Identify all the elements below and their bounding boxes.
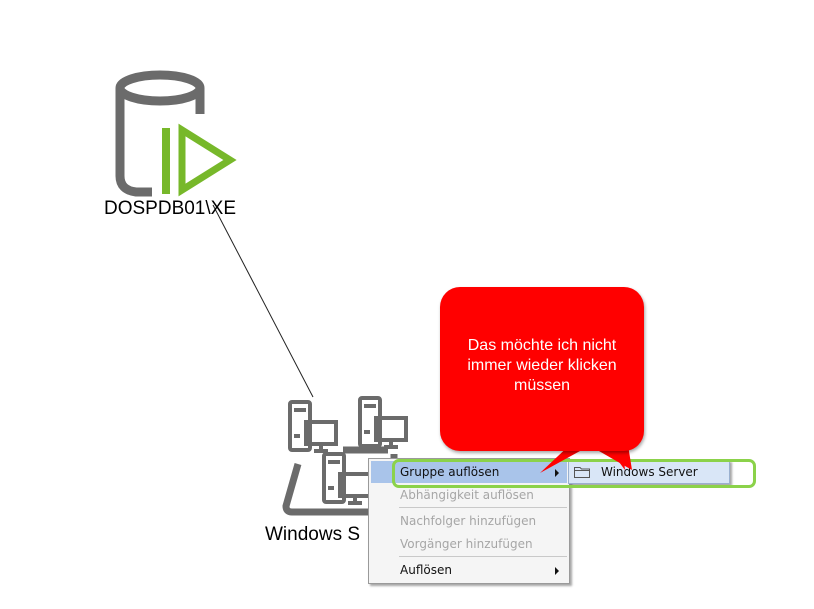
server-group-node-label: Windows S [265,524,361,545]
database-node[interactable] [112,68,237,198]
submenu-arrow-icon [555,567,559,575]
menu-item-label: Vorgänger hinzufügen [400,537,533,551]
annotation-callout-text: Das möchte ich nicht immer wieder klicke… [440,336,644,396]
folder-icon [574,467,590,478]
menu-item-gruppe-aufloesen[interactable]: Gruppe auflösen [371,461,567,483]
submenu-arrow-icon [555,469,559,477]
server-group-icon [282,396,408,516]
database-node-label: DOSPDB01\XE [104,198,236,219]
callout-line-1: Das möchte ich nicht [467,337,617,354]
callout-line-3: müssen [513,377,571,394]
annotation-callout [440,287,644,451]
submenu-item-windows-server[interactable]: Windows Server [569,461,729,483]
menu-item-nachfolger-hinzufuegen[interactable]: Nachfolger hinzufügen [371,510,567,532]
server-group-node[interactable] [278,396,413,521]
menu-separator [399,556,567,557]
menu-item-label: Auflösen [400,563,452,577]
callout-line-2: immer wieder klicken [467,357,617,374]
menu-item-abhaengigkeit-aufloesen[interactable]: Abhängigkeit auflösen [371,484,567,506]
database-play-icon [115,70,237,197]
context-menu: Gruppe auflösen Abhängigkeit auflösen Na… [368,458,570,584]
menu-separator [399,507,567,508]
submenu-item-label: Windows Server [601,465,698,479]
menu-item-vorgaenger-hinzufuegen[interactable]: Vorgänger hinzufügen [371,533,567,555]
menu-item-label: Nachfolger hinzufügen [400,514,537,528]
menu-item-aufloesen[interactable]: Auflösen [371,559,567,581]
connector-line [212,204,314,398]
menu-item-label: Gruppe auflösen [400,465,500,479]
submenu: Windows Server [568,460,730,484]
menu-item-label: Abhängigkeit auflösen [400,488,534,502]
